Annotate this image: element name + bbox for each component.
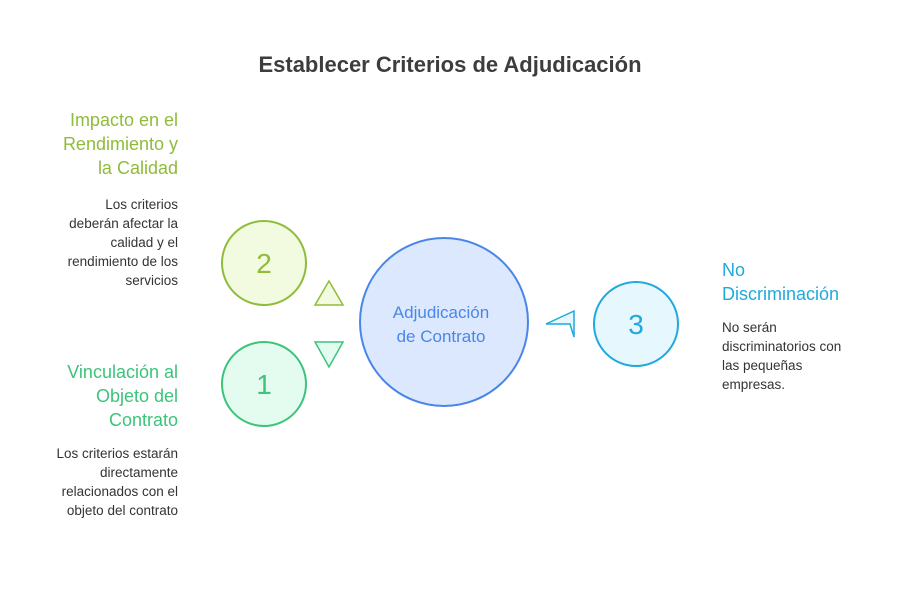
item-2-title: Impacto en el Rendimiento y la Calidad (63, 108, 178, 180)
title-line: No (722, 260, 746, 280)
desc-line: objeto del contrato (66, 503, 178, 518)
arrow-up-icon (313, 279, 345, 306)
center-label-1: Adjudicación (393, 303, 489, 322)
center-label-2: de Contrato (397, 327, 486, 346)
circle-1 (221, 341, 307, 427)
desc-line: Los criterios estarán (56, 446, 178, 461)
desc-line: calidad y el (110, 235, 178, 250)
number-3: 3 (628, 309, 644, 340)
title-line: Impacto en el (69, 110, 178, 130)
item-3-description: No serán discriminatorios con las pequeñ… (722, 318, 841, 394)
desc-line: empresas. (722, 377, 786, 392)
title-line: Rendimiento y (62, 134, 178, 154)
desc-line: discriminatorios con (722, 339, 842, 354)
desc-line: No serán (722, 320, 777, 335)
desc-line: directamente (99, 465, 178, 480)
title-line: Vinculación al (67, 362, 178, 382)
diagram-title: Establecer Criterios de Adjudicación (258, 52, 642, 77)
title-line: Contrato (108, 410, 178, 430)
desc-line: deberán afectar la (69, 216, 178, 231)
number-1: 1 (256, 369, 272, 400)
number-2: 2 (256, 248, 272, 279)
desc-line: rendimiento de los (67, 254, 178, 269)
desc-line: relacionados con el (61, 484, 178, 499)
circle-2 (221, 220, 307, 306)
desc-line: Los criterios (105, 197, 178, 212)
title-line: Objeto del (95, 386, 178, 406)
circle-3 (593, 281, 679, 367)
item-3-title: No Discriminación (722, 258, 839, 306)
item-2-description: Los criterios deberán afectar la calidad… (68, 195, 178, 290)
item-1-description: Los criterios estarán directamente relac… (56, 444, 178, 520)
item-1-title: Vinculación al Objeto del Contrato (67, 360, 178, 432)
arrow-down-icon (313, 341, 345, 369)
desc-line: las pequeñas (722, 358, 803, 373)
arrow-left-icon (545, 309, 575, 338)
desc-line: servicios (125, 273, 178, 288)
center-circle (359, 237, 529, 407)
title-line: la Calidad (97, 158, 178, 178)
title-line: Discriminación (722, 284, 840, 304)
